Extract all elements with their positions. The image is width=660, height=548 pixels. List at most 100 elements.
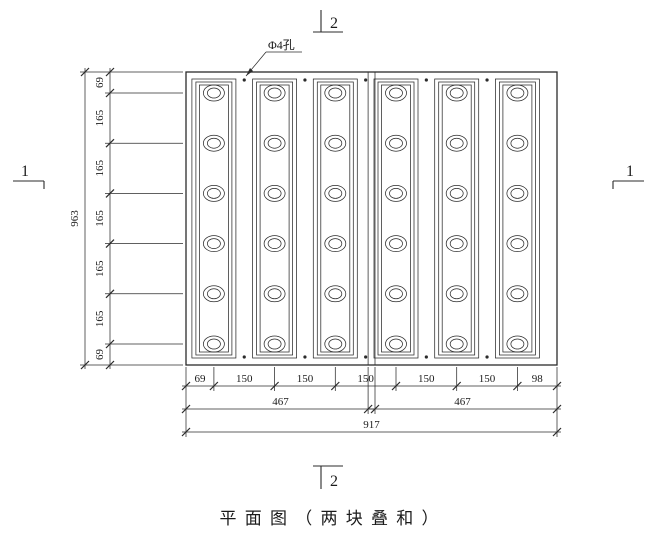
hole-inner bbox=[449, 288, 464, 300]
hole-outer bbox=[445, 84, 468, 102]
hole-inner bbox=[267, 87, 282, 99]
hole-inner bbox=[510, 338, 525, 350]
dim-label-total-width: 917 bbox=[363, 419, 380, 431]
hole-inner bbox=[449, 137, 464, 149]
hole-outer bbox=[203, 235, 225, 252]
hole-outer bbox=[385, 235, 407, 252]
hole-inner bbox=[389, 338, 403, 350]
hole-inner bbox=[328, 288, 343, 300]
hole-outer bbox=[445, 185, 468, 202]
dim-label-total-height: 963 bbox=[69, 210, 81, 227]
holes-group bbox=[203, 78, 529, 359]
dim-label: 69 bbox=[94, 77, 106, 89]
hole-inner bbox=[389, 288, 403, 300]
dimension-labels: 69 165 165 165 165 165 69 963 69 150 150… bbox=[69, 77, 543, 432]
hole-inner bbox=[510, 288, 525, 300]
small-hole-dot bbox=[485, 78, 489, 82]
hole-outer bbox=[506, 84, 529, 102]
dim-label: 150 bbox=[418, 373, 435, 385]
hole-inner bbox=[207, 188, 221, 199]
small-hole-dot bbox=[424, 78, 428, 82]
hole-inner bbox=[510, 137, 525, 149]
hole-outer bbox=[506, 235, 529, 252]
hole-inner bbox=[328, 338, 343, 350]
hole-outer bbox=[445, 335, 468, 353]
hole-outer bbox=[324, 134, 347, 152]
hole-outer bbox=[263, 185, 286, 202]
slot-outline bbox=[381, 84, 411, 353]
hole-outer bbox=[324, 285, 347, 303]
hole-inner bbox=[510, 238, 525, 249]
slot-outline bbox=[441, 84, 472, 353]
section-label-top: 2 bbox=[330, 15, 338, 32]
hole-outer bbox=[385, 134, 407, 152]
dim-label: 69 bbox=[195, 373, 207, 385]
section-marker-bottom: 2 bbox=[313, 465, 343, 490]
hole-inner bbox=[510, 188, 525, 199]
hole-inner bbox=[207, 137, 221, 149]
small-hole-dot bbox=[364, 355, 368, 359]
dim-label: 165 bbox=[94, 260, 106, 277]
hole-inner bbox=[449, 87, 464, 99]
dim-label: 150 bbox=[357, 373, 374, 385]
slot-outline bbox=[259, 84, 290, 353]
section-label-bottom: 2 bbox=[330, 473, 338, 490]
hole-outer bbox=[506, 335, 529, 353]
hole-outer bbox=[263, 134, 286, 152]
hole-inner bbox=[267, 238, 282, 249]
dimension-lines-group bbox=[80, 67, 562, 437]
dim-label: 150 bbox=[479, 373, 496, 385]
slot-outline bbox=[434, 78, 480, 359]
hole-outer bbox=[263, 84, 286, 102]
hole-inner bbox=[207, 338, 221, 350]
section-label-right: 1 bbox=[626, 163, 634, 180]
section-marker-top: 2 bbox=[313, 10, 343, 33]
dim-label: 165 bbox=[94, 109, 106, 126]
hole-inner bbox=[267, 338, 282, 350]
hole-inner bbox=[328, 137, 343, 149]
section-marker-left: 1 bbox=[13, 163, 45, 189]
hole-outer bbox=[324, 185, 347, 202]
slot-outline bbox=[373, 78, 419, 359]
dim-label: 165 bbox=[94, 160, 106, 177]
hole-outer bbox=[324, 84, 347, 102]
slot-outline bbox=[377, 81, 415, 356]
hole-inner bbox=[207, 238, 221, 249]
hole-inner bbox=[267, 288, 282, 300]
hole-inner bbox=[389, 238, 403, 249]
hole-outer bbox=[263, 335, 286, 353]
plate-outline bbox=[185, 71, 558, 366]
hole-outer bbox=[203, 335, 225, 353]
hole-inner bbox=[510, 87, 525, 99]
small-hole-dot bbox=[485, 355, 489, 359]
hole-inner bbox=[449, 238, 464, 249]
hole-inner bbox=[389, 137, 403, 149]
dim-label: 150 bbox=[236, 373, 253, 385]
hole-outer bbox=[445, 134, 468, 152]
hole-outer bbox=[203, 185, 225, 202]
slot-outline bbox=[320, 84, 351, 353]
hole-inner bbox=[449, 338, 464, 350]
drawing-title: 平 面 图 （ 两 块 叠 和 ） bbox=[220, 509, 441, 528]
plate-group bbox=[185, 71, 558, 366]
dim-label-block-width: 467 bbox=[272, 396, 289, 408]
slots-group bbox=[191, 78, 540, 359]
hole-outer bbox=[263, 285, 286, 303]
hole-inner bbox=[207, 288, 221, 300]
hole-inner bbox=[389, 87, 403, 99]
hole-outer bbox=[445, 235, 468, 252]
slot-outline bbox=[499, 81, 536, 356]
hole-outer bbox=[324, 335, 347, 353]
dim-label: 165 bbox=[94, 210, 106, 227]
hole-inner bbox=[328, 188, 343, 199]
hole-outer bbox=[203, 285, 225, 303]
slot-outline bbox=[191, 78, 237, 359]
hole-outer bbox=[385, 84, 407, 102]
hole-outer bbox=[385, 285, 407, 303]
hole-outer bbox=[506, 285, 529, 303]
small-hole-dot bbox=[242, 355, 246, 359]
slot-outline bbox=[438, 81, 476, 356]
hole-inner bbox=[267, 137, 282, 149]
